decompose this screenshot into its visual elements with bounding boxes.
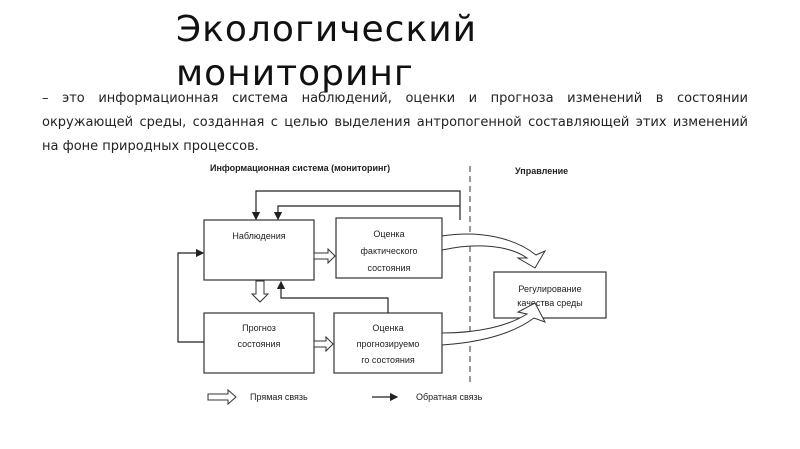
curved-arrow-predicted-to-regulation	[441, 302, 547, 346]
section-label-management: Управление	[515, 166, 568, 176]
page-title: Экологический мониторинг	[176, 8, 596, 96]
box-regulation-line1: Регулирование	[518, 284, 581, 294]
title-line-2: мониторинг	[176, 53, 414, 94]
box-regulation	[493, 271, 607, 319]
box-regulation-line2: качества среды	[517, 298, 582, 308]
legend-direct-arrow-icon	[207, 388, 237, 406]
box-predicted-state-line2: прогнозируемо	[357, 339, 420, 349]
box-predicted-state	[333, 312, 443, 374]
curved-arrow-actual-to-regulation	[441, 233, 547, 269]
box-predicted-state-line3: го состояния	[361, 355, 415, 365]
title-line-1: Экологический	[176, 9, 477, 50]
direct-arrow-observations-to-forecast	[250, 280, 270, 303]
direct-arrow-forecast-to-predicted	[313, 335, 334, 353]
section-label-information-system: Информационная система (мониторинг)	[210, 163, 390, 173]
box-actual-state-line2: фактического	[361, 246, 418, 256]
box-observations	[203, 219, 315, 281]
box-forecast-line1: Прогноз	[242, 323, 276, 333]
box-predicted-state-line1: Оценка	[372, 323, 403, 333]
definition-text: – это информационная система наблюдений,…	[42, 91, 748, 154]
box-actual-state	[335, 217, 443, 279]
legend-feedback-label: Обратная связь	[416, 392, 483, 402]
box-forecast	[203, 312, 315, 374]
feedback-top-inner	[273, 205, 460, 221]
box-actual-state-line1: Оценка	[373, 229, 404, 239]
box-forecast-line2: состояния	[238, 339, 281, 349]
box-observations-label: Наблюдения	[232, 231, 285, 241]
feedback-left-loop	[177, 248, 205, 343]
legend-direct-label: Прямая связь	[250, 392, 308, 402]
feedback-predicted-to-observations	[276, 280, 389, 313]
box-actual-state-line3: состояния	[368, 263, 411, 273]
direct-arrow-observations-to-actual	[313, 247, 336, 265]
